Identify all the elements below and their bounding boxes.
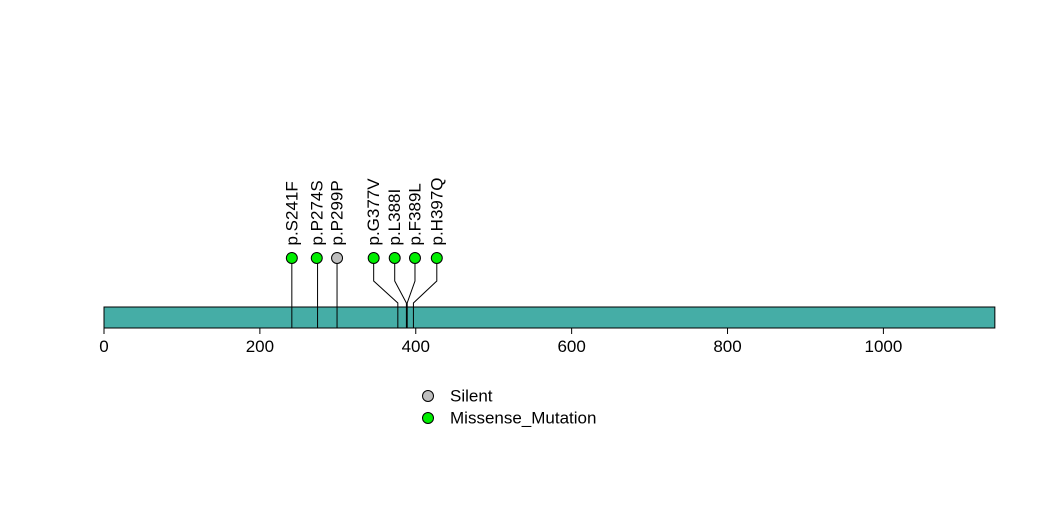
mutation-point-p.P299P[interactable] bbox=[331, 252, 344, 264]
axis-tick-label: 0 bbox=[99, 337, 108, 356]
lollipop-sticks-layer bbox=[291, 263, 438, 307]
legend-label: Silent bbox=[450, 387, 493, 406]
legend-swatch-missense_mutation bbox=[422, 412, 434, 424]
lollipop-stick bbox=[373, 263, 399, 307]
protein-bar-layer bbox=[103, 306, 996, 329]
mutation-point-p.H397Q[interactable] bbox=[430, 252, 443, 264]
lollipop-stick bbox=[394, 263, 407, 307]
mutation-point-p.L388I[interactable] bbox=[388, 252, 401, 264]
axis-tick-label: 1000 bbox=[864, 337, 902, 356]
axis-layer: 0 200 400 600 800 1000 bbox=[99, 328, 902, 356]
mutation-label: p.F389L bbox=[405, 183, 424, 245]
legend-label: Missense_Mutation bbox=[450, 409, 596, 428]
axis-tick-label: 600 bbox=[557, 337, 585, 356]
mutation-point-p.F389L[interactable] bbox=[408, 252, 421, 264]
mutation-label: p.S241F bbox=[282, 181, 301, 245]
mutation-label: p.G377V bbox=[364, 178, 383, 246]
axis-tick-label: 800 bbox=[713, 337, 741, 356]
mutation-label: p.L388I bbox=[385, 189, 404, 246]
mutation-label: p.P274S bbox=[307, 180, 326, 245]
mutation-label: p.H397Q bbox=[427, 177, 446, 245]
axis-tick-label: 400 bbox=[402, 337, 430, 356]
mutation-label: p.P299P bbox=[328, 180, 347, 245]
bar-crossing-lines-layer bbox=[291, 307, 414, 328]
mutation-point-p.S241F[interactable] bbox=[285, 252, 298, 264]
lollipop-stick bbox=[406, 263, 416, 307]
protein-domain-bar bbox=[103, 306, 996, 329]
lollipop-stick bbox=[412, 263, 438, 307]
mutation-point-p.G377V[interactable] bbox=[367, 252, 380, 264]
mutation-points-layer bbox=[285, 252, 443, 264]
mutation-point-p.P274S[interactable] bbox=[310, 252, 323, 264]
axis-tick-label: 200 bbox=[246, 337, 274, 356]
legend-swatch-silent bbox=[422, 390, 434, 402]
